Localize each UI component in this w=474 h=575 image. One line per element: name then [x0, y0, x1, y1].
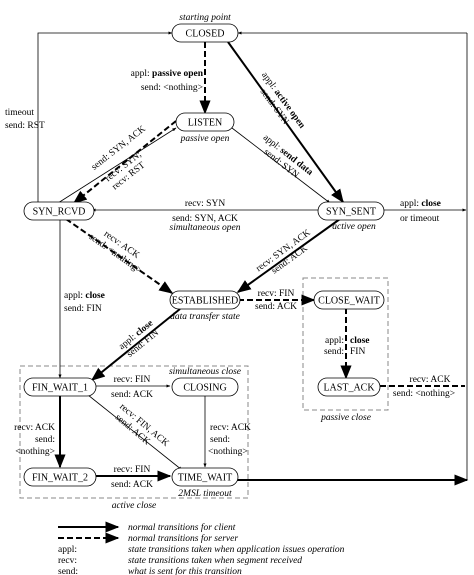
legend-key-send: send: — [58, 567, 78, 575]
legend-server: normal transitions for server — [128, 533, 238, 544]
lbl-send-nothing-la: send: <nothing> — [393, 389, 455, 399]
state-finwait1-box — [23, 377, 97, 397]
state-timewait: TIME_WAIT — [178, 473, 232, 484]
lbl-send-fw1: send: — [35, 435, 55, 445]
state-listen-box — [175, 112, 235, 132]
state-established: ESTABLISHED — [172, 296, 238, 307]
note-simultaneous-open: simultaneous open — [170, 223, 241, 233]
state-listen: LISTEN — [188, 118, 222, 129]
lbl-appl-close: appl: close — [400, 199, 441, 209]
note-active-open: active open — [332, 222, 376, 232]
lbl-send-ack2: send: ACK — [255, 302, 297, 312]
lbl-send-cl: send: — [210, 435, 230, 445]
lbl-recv-fin-fw1: recv: FIN — [114, 375, 151, 385]
lbl-send-ack-fw2: send: ACK — [111, 480, 153, 490]
state-established-box — [169, 290, 241, 310]
note-starting-point: starting point — [179, 13, 231, 23]
lbl-appl-cw: appl: — [325, 336, 344, 346]
edge-closed-synsent — [227, 41, 344, 204]
state-finwait2: FIN_WAIT_2 — [32, 473, 88, 484]
legend-key-recv: recv: — [58, 556, 77, 566]
legend-appl: state transitions taken when application… — [128, 545, 345, 555]
note-passive-open: passive open — [180, 134, 230, 144]
lbl-nothing-cl: <nothing> — [208, 447, 248, 457]
lbl-recv-synack-group: recv: SYN, ACK send: ACK — [254, 228, 312, 276]
lbl-close-cw: close — [350, 336, 370, 346]
edge-synrcvd-listen — [57, 127, 177, 204]
lbl-send-rst: send: RST — [5, 121, 45, 131]
lbl-send-syn-ack2: send: SYN, ACK — [172, 214, 238, 224]
legend: normal transitions for client normal tra… — [58, 521, 345, 575]
state-closed-box — [171, 23, 239, 43]
lbl-send-cw: send: — [324, 347, 344, 357]
lbl-send-data-group: appl: send data send: SYN — [261, 133, 315, 181]
legend-send: what is sent for this transition — [128, 566, 242, 575]
state-closing-box — [171, 377, 239, 397]
edge-established-finwait1 — [90, 308, 181, 381]
lbl-timeout: timeout — [5, 108, 34, 118]
state-lastack-box — [317, 377, 381, 397]
state-synsent: SYN_SENT — [326, 207, 376, 218]
state-timewait-box — [171, 467, 239, 487]
lbl-finack-group: recv: FIN, ACK send: ACK — [113, 402, 171, 449]
legend-recv: state transitions taken when segment rec… — [128, 556, 302, 566]
lbl-or-timeout: or timeout — [400, 214, 440, 224]
lbl-fin-cw: FIN — [350, 347, 365, 357]
state-lastack: LAST_ACK — [323, 383, 375, 394]
legend-client: normal transitions for client — [128, 522, 236, 533]
lbl-appl-close-left: appl: close — [64, 291, 105, 301]
state-finwait1: FIN_WAIT_1 — [32, 383, 88, 394]
lbl-active-open-group: appl: active open send: SYN — [258, 70, 307, 131]
state-synrcvd-box — [23, 201, 95, 221]
legend-key-appl: appl: — [58, 545, 77, 555]
lbl-recv-fin-fw2: recv: FIN — [114, 465, 151, 475]
state-synrcvd: SYN_RCVD — [33, 207, 86, 218]
edge-synrcvd-established — [65, 218, 174, 294]
edge-synsent-established — [236, 218, 341, 293]
lbl-recv-ack-la: recv: ACK — [410, 375, 451, 385]
edge-listen-synsent — [231, 127, 331, 204]
state-closewait: CLOSE_WAIT — [318, 296, 380, 307]
lbl-send-ack-fw1: send: ACK — [111, 390, 153, 400]
edge-listen-synrcvd — [72, 120, 177, 204]
note-passive-close: passive close — [320, 413, 371, 423]
note-active-close: active close — [112, 501, 157, 511]
lbl-recv-ack-fw1: recv: ACK — [14, 423, 55, 433]
lbl-send-fin-left: send: FIN — [64, 304, 102, 314]
active-close-group — [19, 365, 249, 499]
lbl-nothing-fw1: <nothing> — [15, 447, 55, 457]
lbl-recv-ack-group: recv: ACK send: <nothing> — [87, 229, 144, 276]
passive-close-group — [302, 277, 389, 411]
note-data-transfer: data transfer state — [170, 311, 240, 322]
state-closewait-box — [313, 290, 385, 310]
lbl-recv-syn2: recv: SYN — [185, 199, 226, 209]
edge-synrcvd-timeout — [37, 31, 173, 202]
lbl-recv-ack-cl: recv: ACK — [210, 423, 251, 433]
state-closing: CLOSING — [183, 383, 226, 394]
lbl-recv-fin: recv: FIN — [258, 289, 295, 299]
note-2msl-timeout: 2MSL timeout — [178, 489, 232, 499]
state-closed: CLOSED — [186, 29, 225, 40]
state-finwait2-box — [23, 467, 97, 487]
lbl-passive-open: appl: passive open — [131, 69, 204, 79]
lbl-send-nothing: send: <nothing> — [141, 83, 203, 93]
edge-finwait1-timewait — [87, 394, 183, 471]
state-synsent-box — [317, 201, 385, 221]
note-simultaneous-close: simultaneous close — [169, 367, 241, 377]
